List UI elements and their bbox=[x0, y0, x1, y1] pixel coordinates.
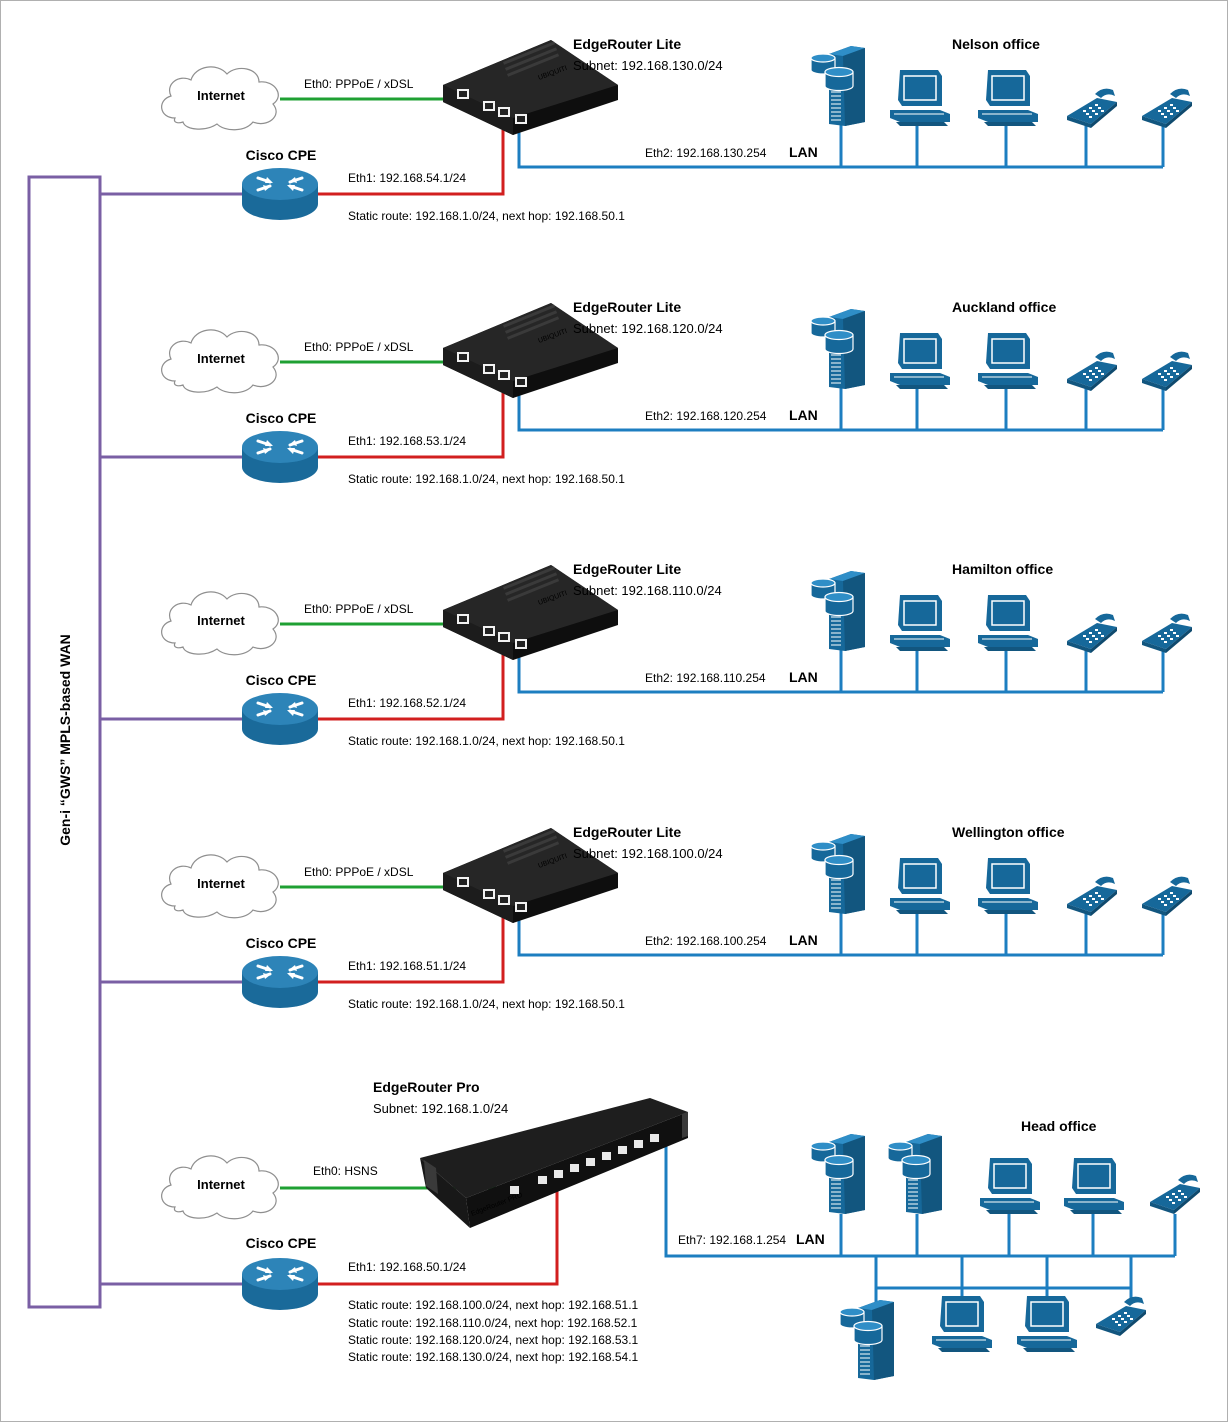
office-name: Head office bbox=[1021, 1118, 1097, 1134]
lan-bus bbox=[517, 643, 1163, 694]
eth1-label: Eth1: 192.168.52.1/24 bbox=[348, 696, 466, 710]
static-route-label: Static route: 192.168.1.0/24, next hop: … bbox=[348, 997, 625, 1011]
subnet-label: Subnet: 192.168.130.0/24 bbox=[573, 58, 723, 73]
eth1-label: Eth1: 192.168.50.1/24 bbox=[348, 1260, 466, 1274]
eth1-label: Eth1: 192.168.51.1/24 bbox=[348, 959, 466, 973]
lan-label: LAN bbox=[789, 407, 818, 423]
static-route-label: Static route: 192.168.130.0/24, next hop… bbox=[348, 1350, 639, 1364]
router-icon bbox=[240, 954, 320, 1010]
eth1-link bbox=[318, 112, 505, 196]
eth2-label: Eth2: 192.168.110.254 bbox=[645, 671, 766, 685]
lan-label: LAN bbox=[789, 932, 818, 948]
branch-hamilton: Internet Cisco CPE EdgeRouter Lite Subne… bbox=[100, 561, 1192, 748]
router-icon bbox=[240, 429, 320, 485]
cpe-label: Cisco CPE bbox=[246, 1235, 317, 1251]
static-route-label: Static route: 192.168.120.0/24, next hop… bbox=[348, 1333, 639, 1347]
branch-wellington: Internet Cisco CPE EdgeRouter Lite Subne… bbox=[100, 824, 1192, 1011]
router-name: EdgeRouter Lite bbox=[573, 561, 681, 577]
internet-label: Internet bbox=[197, 876, 245, 891]
cpe-label: Cisco CPE bbox=[246, 410, 317, 426]
static-route-label: Static route: 192.168.1.0/24, next hop: … bbox=[348, 734, 625, 748]
subnet-label: Subnet: 192.168.1.0/24 bbox=[373, 1101, 508, 1116]
lan-bus bbox=[517, 118, 1163, 169]
office-name: Hamilton office bbox=[952, 561, 1053, 577]
branch-nelson: Internet Cisco CPE EdgeRouter Lite Subne… bbox=[100, 36, 1192, 223]
wan-cloud-box bbox=[27, 175, 102, 1309]
lan-label: LAN bbox=[789, 669, 818, 685]
internet-label: Internet bbox=[197, 351, 245, 366]
eth1-link bbox=[318, 1180, 559, 1286]
eth1-link bbox=[318, 900, 505, 984]
eth7-label: Eth7: 192.168.1.254 bbox=[678, 1233, 786, 1247]
lan-bus bbox=[664, 1132, 1175, 1258]
eth0-label: Eth0: PPPoE / xDSL bbox=[304, 865, 414, 879]
router-name: EdgeRouter Lite bbox=[573, 36, 681, 52]
router-name: EdgeRouter Lite bbox=[573, 824, 681, 840]
subnet-label: Subnet: 192.168.100.0/24 bbox=[573, 846, 723, 861]
router-icon bbox=[240, 1256, 320, 1312]
eth0-label: Eth0: PPPoE / xDSL bbox=[304, 77, 414, 91]
lan-label: LAN bbox=[789, 144, 818, 160]
office-name: Wellington office bbox=[952, 824, 1065, 840]
lan-bus bbox=[517, 381, 1163, 432]
branch-auckland: Internet Cisco CPE EdgeRouter Lite Subne… bbox=[100, 299, 1192, 486]
static-route-label: Static route: 192.168.110.0/24, next hop… bbox=[348, 1316, 638, 1330]
lan-bus bbox=[517, 906, 1163, 957]
subnet-label: Subnet: 192.168.120.0/24 bbox=[573, 321, 723, 336]
eth1-link bbox=[318, 375, 505, 459]
eth2-label: Eth2: 192.168.120.254 bbox=[645, 409, 767, 423]
eth0-label: Eth0: HSNS bbox=[313, 1164, 378, 1178]
head-office-site: Internet Cisco CPE EdgeRouter Pro Subnet… bbox=[100, 1079, 1200, 1381]
eth2-label: Eth2: 192.168.100.254 bbox=[645, 934, 767, 948]
internet-label: Internet bbox=[197, 613, 245, 628]
static-route-label: Static route: 192.168.1.0/24, next hop: … bbox=[348, 209, 625, 223]
lan-bus-lower bbox=[874, 1256, 1131, 1290]
eth0-label: Eth0: PPPoE / xDSL bbox=[304, 340, 414, 354]
subnet-label: Subnet: 192.168.110.0/24 bbox=[573, 583, 722, 598]
cpe-label: Cisco CPE bbox=[246, 672, 317, 688]
lan-label: LAN bbox=[796, 1231, 825, 1247]
router-icon bbox=[240, 691, 320, 747]
eth1-label: Eth1: 192.168.54.1/24 bbox=[348, 171, 466, 185]
router-icon bbox=[240, 166, 320, 222]
static-route-label: Static route: 192.168.1.0/24, next hop: … bbox=[348, 472, 625, 486]
router-name: EdgeRouter Pro bbox=[373, 1079, 480, 1095]
wan-label: Gen-i “GWS” MPLS-based WAN bbox=[57, 634, 73, 846]
eth1-label: Eth1: 192.168.53.1/24 bbox=[348, 434, 466, 448]
eth0-label: Eth0: PPPoE / xDSL bbox=[304, 602, 414, 616]
internet-label: Internet bbox=[197, 1177, 245, 1192]
office-name: Nelson office bbox=[952, 36, 1040, 52]
eth2-label: Eth2: 192.168.130.254 bbox=[645, 146, 767, 160]
router-name: EdgeRouter Lite bbox=[573, 299, 681, 315]
cpe-label: Cisco CPE bbox=[246, 147, 317, 163]
static-route-label: Static route: 192.168.100.0/24, next hop… bbox=[348, 1298, 639, 1312]
eth1-link bbox=[318, 637, 505, 721]
internet-label: Internet bbox=[197, 88, 245, 103]
office-name: Auckland office bbox=[952, 299, 1056, 315]
cpe-label: Cisco CPE bbox=[246, 935, 317, 951]
